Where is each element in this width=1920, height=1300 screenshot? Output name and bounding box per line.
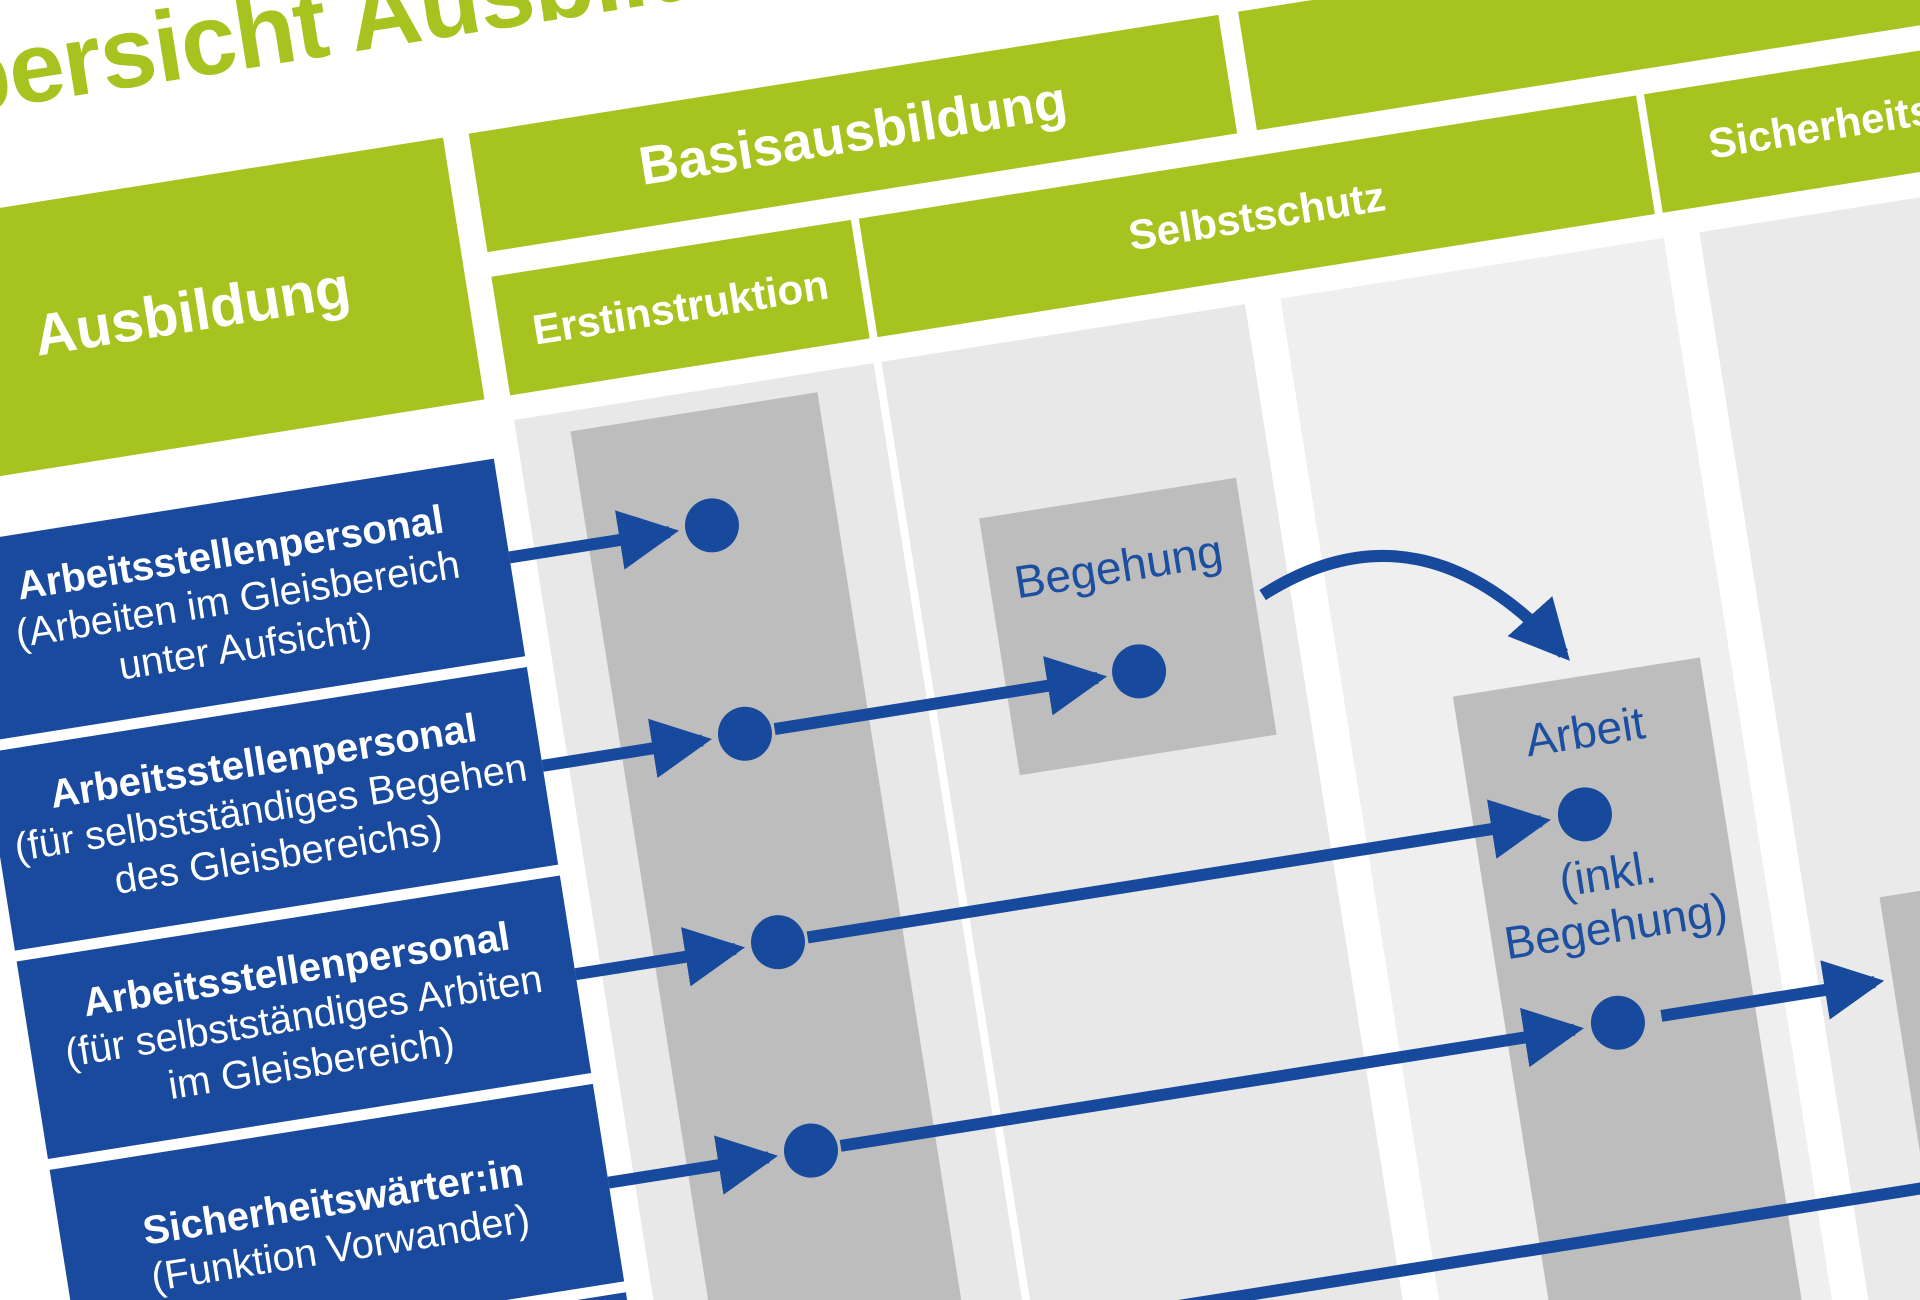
role-column-header-label: Ausbildung: [29, 254, 355, 369]
group-header-basisausbildung-label: Basisausbildung: [634, 70, 1071, 197]
arbeit-label: Arbeit: [1521, 696, 1649, 767]
milestone-box-begehung: Begehung: [979, 477, 1277, 776]
column-header-erstinstruktion-label: Erstinstruktion: [529, 260, 832, 354]
column-header-sicherheitswaerter-label: Sicherheitswärter:in: [1704, 57, 1920, 168]
column-header-erstinstruktion: Erstinstruktion: [491, 219, 870, 396]
role-column-header: Ausbildung: [0, 137, 485, 486]
column-header-selbstschutz-label: Selbstschutz: [1125, 172, 1389, 260]
begehung-label: Begehung: [1010, 524, 1227, 609]
